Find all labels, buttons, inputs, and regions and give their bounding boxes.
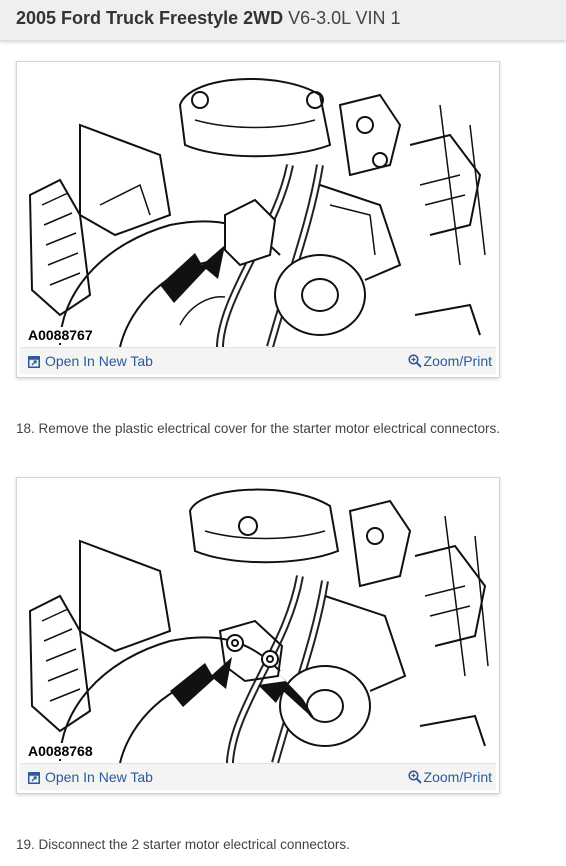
figure-toolbar: Open In New Tab Zoom/Print bbox=[20, 347, 496, 374]
engine-spec: V6-3.0L VIN 1 bbox=[288, 8, 401, 28]
magnifier-icon bbox=[407, 770, 422, 784]
vehicle-title: 2005 Ford Truck Freestyle 2WD bbox=[16, 8, 284, 28]
magnifier-icon bbox=[407, 354, 422, 368]
zoom-print-label: Zoom/Print bbox=[423, 353, 492, 369]
new-tab-icon bbox=[28, 772, 40, 784]
open-in-new-tab-link[interactable]: Open In New Tab bbox=[28, 769, 153, 785]
page-header: 2005 Ford Truck Freestyle 2WD V6-3.0L VI… bbox=[0, 0, 566, 41]
open-in-new-tab-label: Open In New Tab bbox=[45, 769, 153, 785]
zoom-print-link[interactable]: Zoom/Print bbox=[407, 353, 492, 369]
zoom-print-label: Zoom/Print bbox=[423, 769, 492, 785]
figure-1: A0088767 Open In New Tab Zoom/Print bbox=[16, 61, 500, 378]
open-in-new-tab-label: Open In New Tab bbox=[45, 353, 153, 369]
starter-diagram-1 bbox=[28, 78, 486, 347]
open-in-new-tab-link[interactable]: Open In New Tab bbox=[28, 353, 153, 369]
figure-code: A0088768 bbox=[26, 743, 95, 759]
figure-1-image[interactable]: A0088767 bbox=[20, 65, 496, 347]
zoom-print-link[interactable]: Zoom/Print bbox=[407, 769, 492, 785]
page-title: 2005 Ford Truck Freestyle 2WD V6-3.0L VI… bbox=[16, 8, 401, 29]
step-18-text: 18. Remove the plastic electrical cover … bbox=[16, 421, 500, 436]
starter-diagram-2 bbox=[28, 488, 489, 763]
figure-2-image[interactable]: A0088768 bbox=[20, 481, 496, 763]
new-tab-icon bbox=[28, 356, 40, 368]
step-19-text: 19. Disconnect the 2 starter motor elect… bbox=[16, 837, 350, 852]
figure-toolbar: Open In New Tab Zoom/Print bbox=[20, 763, 496, 790]
figure-2: A0088768 Open In New Tab Zoom/Print bbox=[16, 477, 500, 794]
figure-code: A0088767 bbox=[26, 327, 95, 343]
